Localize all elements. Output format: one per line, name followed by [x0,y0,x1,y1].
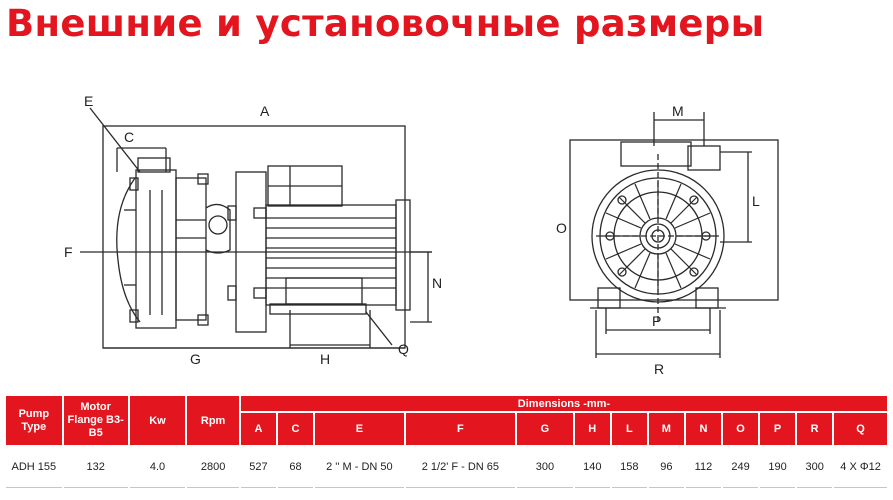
dim-label-f: F [64,244,73,260]
cell-dim-h: 140 [574,447,610,488]
cell-dim-e: 2 '' M - DN 50 [315,447,404,488]
dim-label-m: M [672,103,684,119]
dim-label-h: H [320,351,330,367]
cell-dim-c: 68 [277,447,314,488]
header-dim: L [611,413,647,445]
cell-dim-a: 527 [240,447,276,488]
dim-label-c: C [124,129,134,145]
cell-dim-m: 96 [648,447,684,488]
header-kw: Kw [129,396,186,445]
cell-dim-g: 300 [517,447,573,488]
header-dim: R [797,413,833,445]
cell-dim-l: 158 [611,447,647,488]
pump-volute [135,169,177,329]
header-motor-flange: Motor Flange B3-B5 [63,396,128,445]
cell-motor-flange: 132 [63,447,128,488]
dim-label-o: O [556,220,567,236]
header-dim: G [517,413,573,445]
cell-dim-o: 249 [722,447,759,488]
page-title: Внешние и установочные размеры [6,2,765,45]
header-dim: C [277,413,314,445]
header-dimensions: Dimensions -mm- [240,396,887,411]
dim-label-r: R [654,361,664,377]
pump-dimension-drawing: A E C F G H N Q M L O P R [64,93,779,377]
cell-dim-p: 190 [760,447,796,488]
header-rpm: Rpm [187,396,239,445]
dimensions-table: Pump Type Motor Flange B3-B5 Kw Rpm Dime… [4,394,889,490]
header-dim: E [315,413,404,445]
dim-label-p: P [652,313,661,329]
cell-rpm: 2800 [187,447,239,488]
cell-dim-r: 300 [797,447,833,488]
cell-pump-type: ADH 155 [6,447,62,488]
table-row: ADH 155 132 4.0 2800 527 68 2 '' M - DN … [6,447,887,488]
cell-kw: 4.0 [129,447,186,488]
header-dim: Q [834,413,887,445]
cell-dim-f: 2 1/2' F - DN 65 [405,447,516,488]
dim-label-l: L [752,193,760,209]
dim-label-q: Q [398,341,409,357]
dim-label-e: E [84,93,93,109]
dim-label-g: G [190,351,201,367]
dimension-a-frame [102,125,406,349]
header-dim: N [685,413,721,445]
header-dim: A [240,413,276,445]
header-dim: O [722,413,759,445]
cell-dim-n: 112 [685,447,721,488]
header-dim: M [648,413,684,445]
dim-label-a: A [260,103,270,119]
cell-dim-q: 4 X Φ12 [834,447,887,488]
header-dim: H [574,413,610,445]
header-dim: P [760,413,796,445]
header-pump-type: Pump Type [6,396,62,445]
dim-label-n: N [432,275,442,291]
header-dim: F [405,413,516,445]
